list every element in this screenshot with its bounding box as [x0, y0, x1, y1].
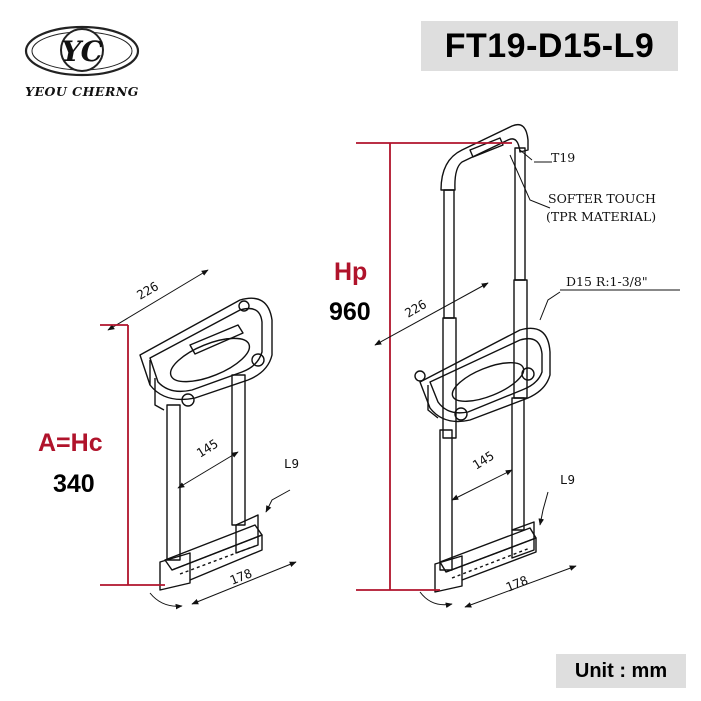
- extended-handle-note: T19: [551, 150, 575, 165]
- brand-name: YEOU CHERNG: [25, 84, 139, 99]
- extended-base-label: 178: [504, 572, 531, 594]
- model-number: FT19-D15-L9: [444, 26, 655, 65]
- extended-grip-note-2: (TPR MATERIAL): [546, 209, 656, 224]
- extended-height-value: 960: [329, 298, 371, 326]
- collapsed-dimensions: [100, 269, 297, 610]
- extended-grip-note-1: SOFTER TOUCH: [548, 191, 656, 206]
- collapsed-width-label: 226: [134, 278, 161, 302]
- collapsed-inner-label: 145: [194, 436, 221, 461]
- extended-tube-note: L9: [560, 472, 575, 487]
- extended-dimensions: [356, 142, 680, 608]
- collapsed-height-label: A=Hc: [38, 429, 103, 457]
- extended-height-label: Hp: [334, 258, 367, 286]
- unit-label: Unit : mm: [574, 659, 668, 682]
- brand-logo: YC YEOU CHERNG: [24, 25, 140, 99]
- model-number-badge: FT19-D15-L9: [421, 21, 678, 71]
- unit-badge: Unit : mm: [556, 654, 686, 688]
- collapsed-tube-note: L9: [284, 456, 299, 471]
- brand-monogram: YC: [61, 35, 103, 68]
- extended-inner-label: 145: [470, 448, 497, 473]
- extended-rod-note: D15 R:1-3/8": [566, 274, 648, 289]
- extended-handle: [414, 123, 551, 593]
- collapsed-height-value: 340: [53, 470, 95, 498]
- collapsed-handle: [139, 297, 273, 591]
- extended-width-label: 226: [402, 296, 429, 320]
- collapsed-base-label: 178: [228, 565, 255, 587]
